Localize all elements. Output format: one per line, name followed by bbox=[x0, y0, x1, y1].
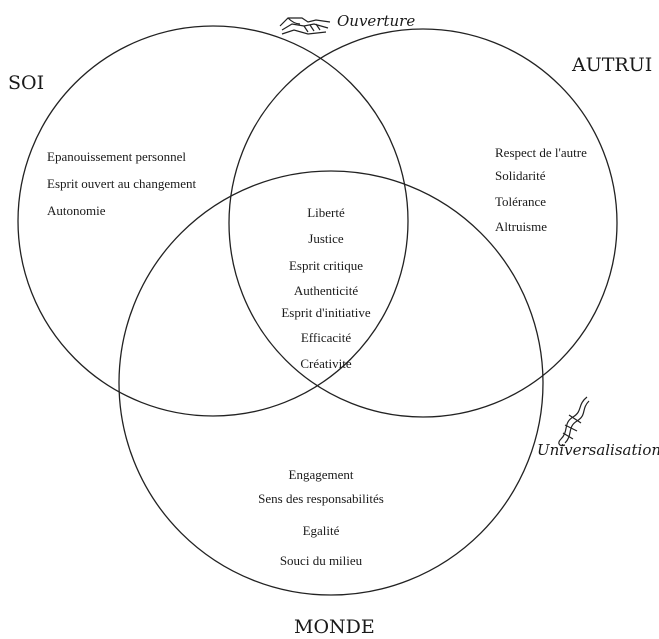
circle-monde bbox=[118, 170, 544, 596]
circle-autrui bbox=[228, 28, 618, 418]
center-value: Esprit d'initiative bbox=[281, 305, 371, 320]
autrui-value: Solidarité bbox=[495, 168, 546, 183]
autrui-label: AUTRUI bbox=[571, 54, 652, 76]
center-values: Liberté Justice Esprit critique Authenti… bbox=[281, 205, 371, 371]
center-value: Authenticité bbox=[294, 283, 358, 298]
monde-value: Engagement bbox=[289, 467, 354, 482]
soi-label: SOI bbox=[8, 72, 44, 94]
monde-values: Engagement Sens des responsabilités Egal… bbox=[258, 467, 384, 568]
autrui-value: Tolérance bbox=[495, 194, 546, 209]
center-value: Justice bbox=[308, 231, 344, 246]
soi-value: Epanouissement personnel bbox=[47, 149, 186, 164]
universalisation-label: Universalisation bbox=[537, 441, 659, 459]
center-value: Efficacité bbox=[301, 330, 352, 345]
monde-label: MONDE bbox=[294, 616, 375, 638]
autrui-value: Altruisme bbox=[495, 219, 547, 234]
center-value: Créativité bbox=[300, 356, 351, 371]
soi-value: Esprit ouvert au changement bbox=[47, 176, 196, 191]
soi-values: Epanouissement personnel Esprit ouvert a… bbox=[47, 149, 196, 218]
monde-value: Souci du milieu bbox=[280, 553, 363, 568]
autrui-values: Respect de l'autre Solidarité Tolérance … bbox=[495, 145, 587, 234]
circle-soi bbox=[17, 25, 409, 417]
center-value: Liberté bbox=[307, 205, 345, 220]
center-value: Esprit critique bbox=[289, 258, 363, 273]
spiral-ribbon-icon bbox=[558, 396, 590, 447]
ouverture-label: Ouverture bbox=[337, 12, 415, 30]
monde-value: Sens des responsabilités bbox=[258, 491, 384, 506]
monde-value: Egalité bbox=[303, 523, 340, 538]
handshake-icon bbox=[279, 17, 331, 35]
autrui-value: Respect de l'autre bbox=[495, 145, 587, 160]
soi-value: Autonomie bbox=[47, 203, 106, 218]
